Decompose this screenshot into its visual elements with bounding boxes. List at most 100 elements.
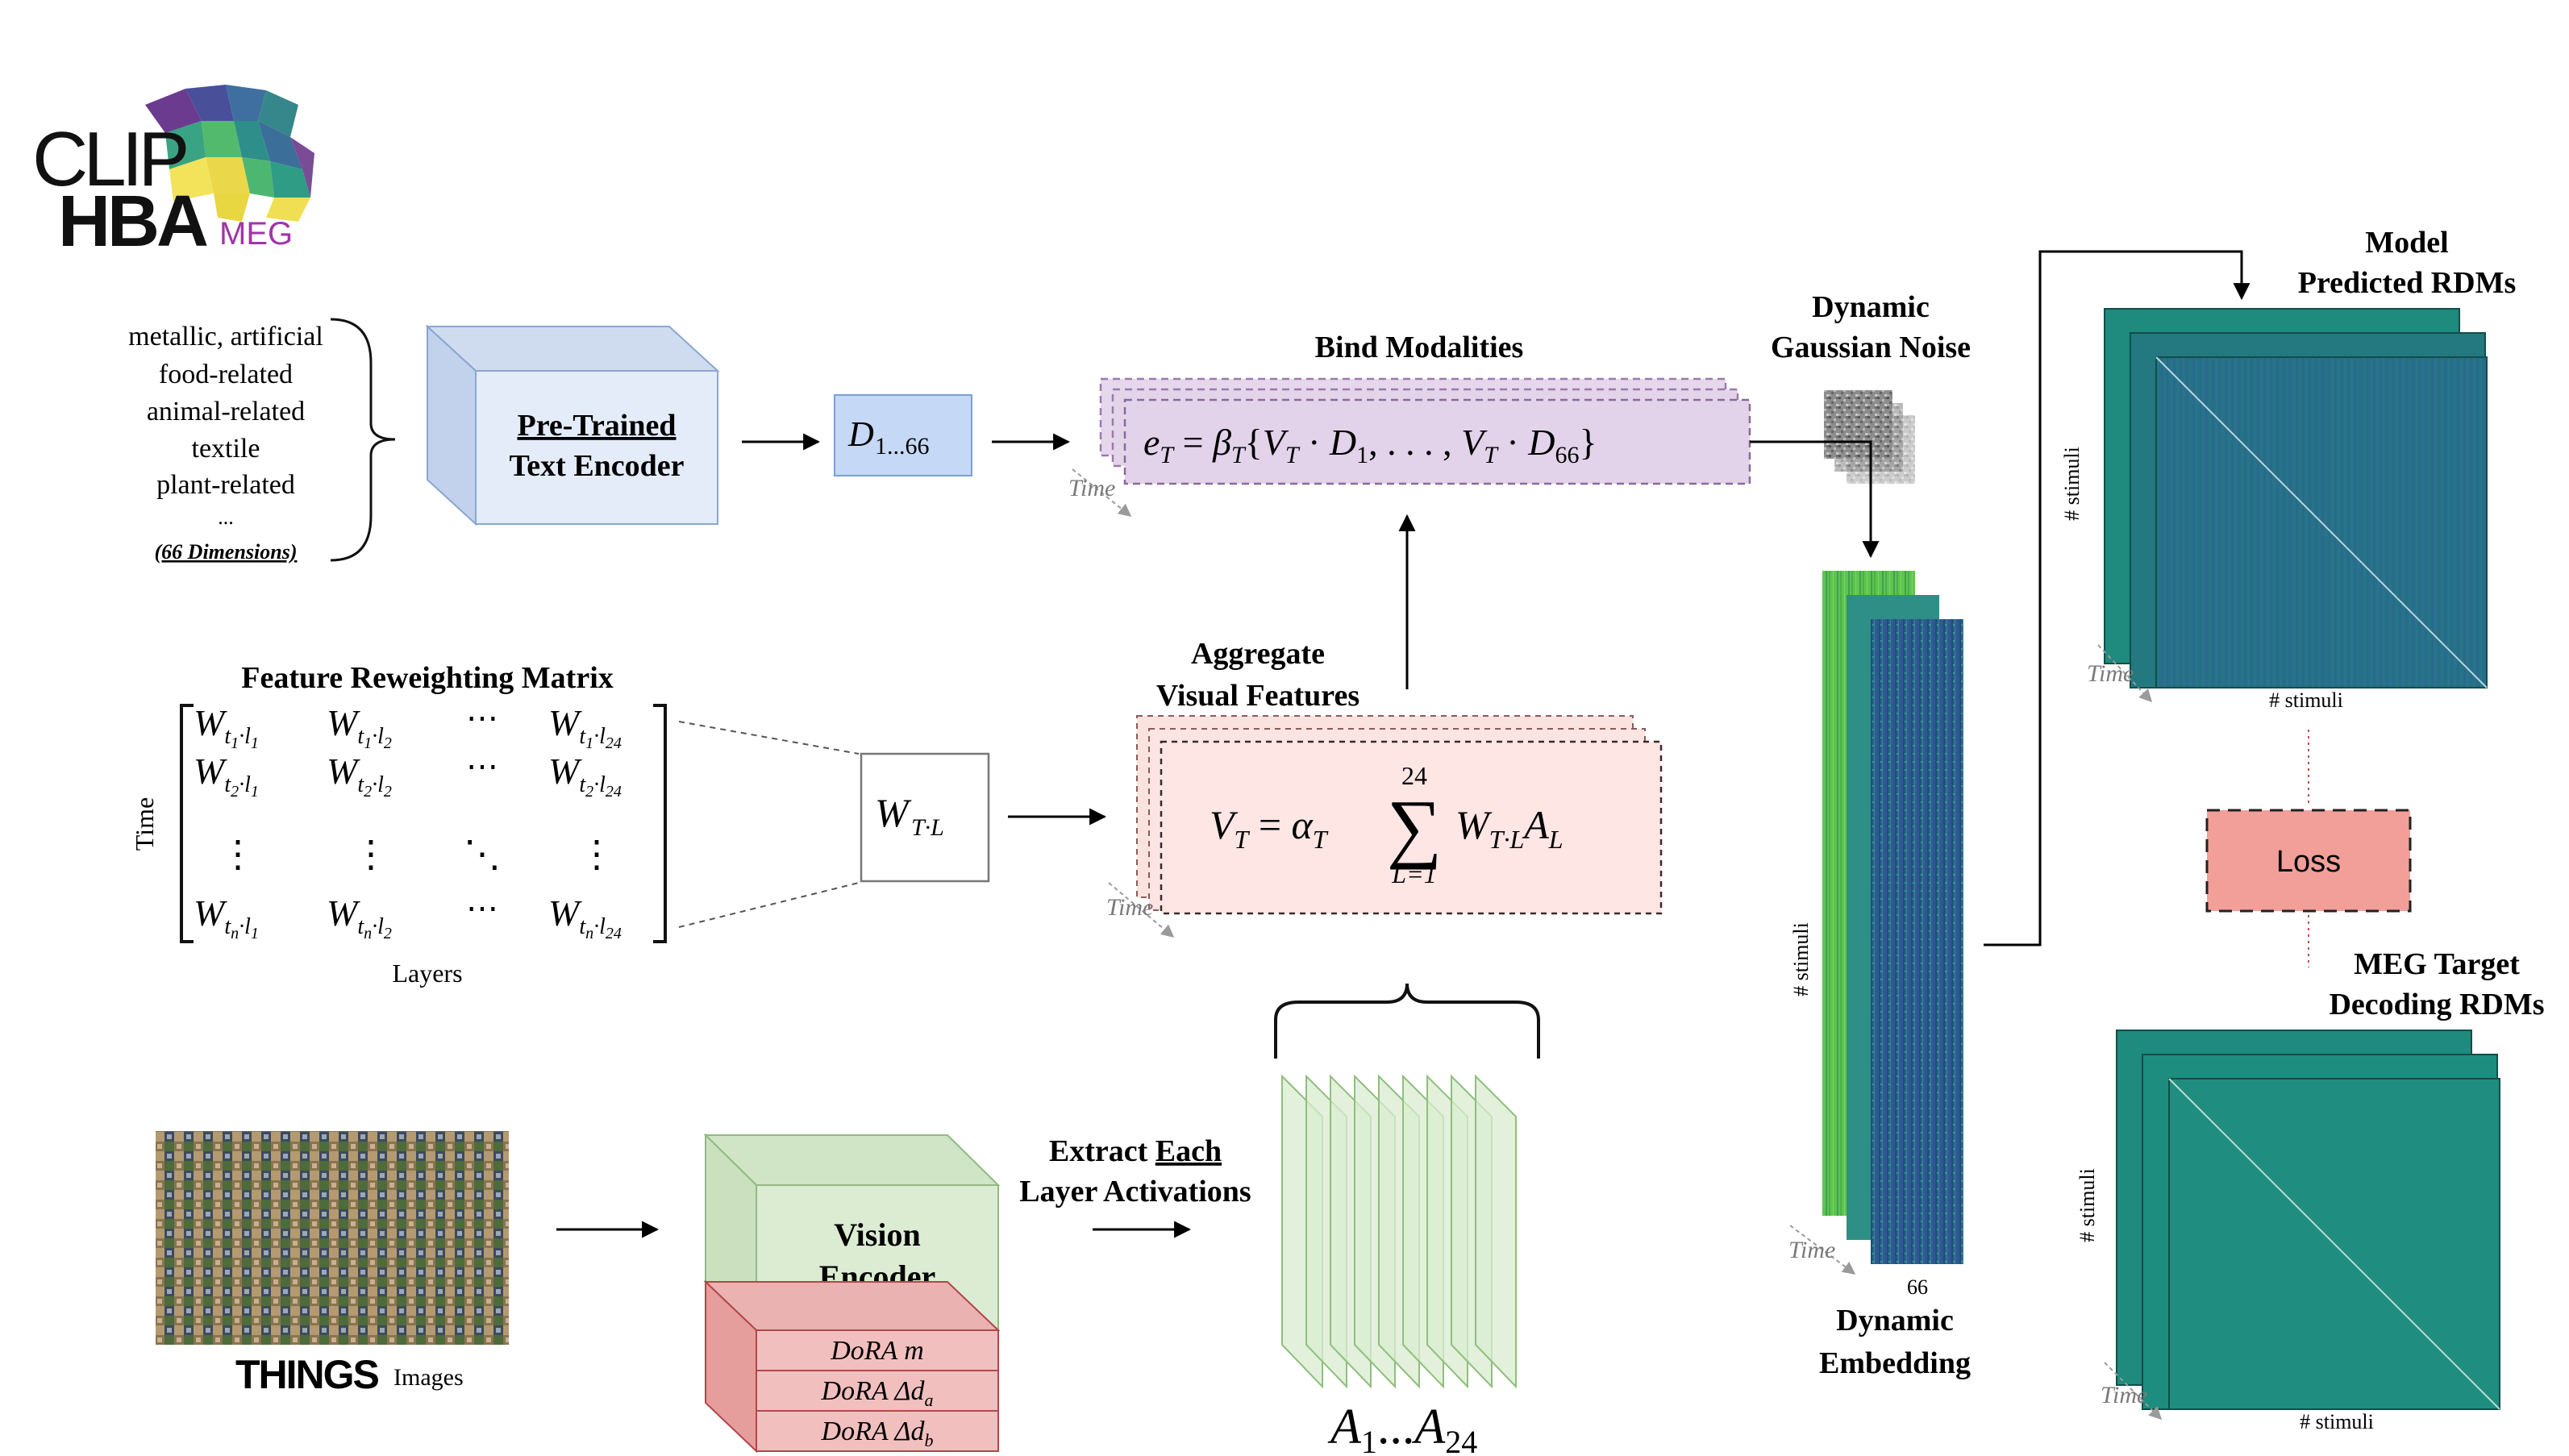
- dora-layer: [756, 1370, 999, 1412]
- wtl-w: W: [875, 790, 912, 835]
- time-label: Time: [2087, 660, 2134, 687]
- model-rdm-y-axis: # stimuli: [2060, 447, 2084, 521]
- text-encoder-block: Pre-Trained Text Encoder: [425, 324, 720, 526]
- text-encoder-label-1: Pre-Trained: [518, 409, 677, 443]
- loss-label: Loss: [2276, 845, 2341, 879]
- time-label: Time: [1106, 894, 1153, 921]
- matrix-cell: Wt1·l2: [327, 702, 392, 752]
- feature-reweighting-matrix: Feature Reweighting Matrix Time Layers W…: [130, 661, 667, 988]
- matrix-cell: Wt1·l24: [548, 702, 622, 752]
- things-suffix: Images: [393, 1364, 464, 1391]
- matrix-cell: Wtn·l2: [327, 892, 392, 942]
- meg-rdm-x-axis: # stimuli: [2300, 1410, 2374, 1433]
- loss-block: Loss: [2205, 809, 2412, 913]
- embedding-label-1: Dynamic: [1836, 1304, 1954, 1337]
- logo-line2: HBA: [58, 181, 207, 262]
- dim-ellipsis: ...: [218, 505, 234, 529]
- text-encoder-label-2: Text Encoder: [509, 449, 684, 483]
- feat-matrix-title: Feature Reweighting Matrix: [241, 661, 614, 695]
- meg-rdm-y-axis: # stimuli: [2076, 1168, 2099, 1242]
- matrix-cell: Wtn·l1: [194, 892, 259, 942]
- wtl-box: W T·L: [860, 752, 990, 883]
- vision-encoder-label-1: Vision: [834, 1217, 920, 1253]
- logo-line1: CLIP: [32, 116, 185, 202]
- noise-label-1: Dynamic: [1812, 290, 1930, 324]
- bind-title: Bind Modalities: [1315, 331, 1524, 364]
- activations-brace: [1274, 983, 1540, 1059]
- brain-graphic: [145, 85, 314, 222]
- d-subscript: 1...66: [875, 433, 930, 460]
- dim-item: animal-related: [147, 397, 305, 426]
- sum-lower: L=1: [1391, 859, 1436, 888]
- time-label: Time: [1068, 475, 1115, 501]
- extract-activations-label: Extract Each Layer Activations: [1019, 1134, 1251, 1208]
- aggregate-label-1: Aggregate: [1191, 637, 1325, 671]
- things-brand: THINGS: [235, 1352, 379, 1397]
- activation-sheet: [1475, 1074, 1517, 1389]
- feat-matrix-row-axis: Time: [130, 797, 159, 851]
- dora-da-label: DoRA Δda: [821, 1376, 934, 1410]
- model-rdm-label-1: Model: [2365, 226, 2448, 260]
- matrix-ddots: ⋱: [464, 834, 501, 875]
- dora-m-label: DoRA m: [830, 1336, 924, 1366]
- dynamic-embedding-block: # stimuli 66 Time Dynamic Embedding: [1788, 571, 1971, 1380]
- dimension-embedding-box: D 1...66: [834, 394, 972, 476]
- things-image-mosaic: [156, 1131, 509, 1345]
- semantic-dimensions-list: metallic, artificial food-related animal…: [128, 318, 396, 564]
- vision-encoder-block: Vision Encoder DoRA m DoRA Δda DoRA Δdb: [703, 1133, 1001, 1454]
- embedding-y-axis: # stimuli: [1789, 922, 1813, 996]
- model-rdm-x-axis: # stimuli: [2269, 688, 2343, 712]
- matrix-hdots: ⋯: [466, 700, 498, 736]
- matrix-vdots: ⋮: [578, 834, 615, 875]
- meg-rdm-label-2: Decoding RDMs: [2329, 988, 2544, 1021]
- matrix-vdots: ⋮: [352, 834, 389, 875]
- matrix-hdots: ⋯: [466, 890, 498, 926]
- meg-rdm-label-1: MEG Target: [2354, 947, 2520, 981]
- aggregate-block: Aggregate Visual Features VT = αT ∑ 24 L…: [1106, 637, 1663, 938]
- aggregate-label-2: Visual Features: [1156, 679, 1359, 713]
- matrix-cell: Wt2·l1: [194, 751, 259, 801]
- time-label: Time: [2101, 1382, 2147, 1408]
- bind-modalities-block: Bind Modalities eT = βT{VT · D1, . . . ,…: [1068, 331, 1751, 518]
- dora-layer: [756, 1329, 999, 1371]
- time-label: Time: [1788, 1237, 1835, 1263]
- dim-item: food-related: [159, 360, 293, 389]
- dora-db-label: DoRA Δdb: [821, 1416, 934, 1450]
- dim-item: plant-related: [156, 470, 295, 500]
- dora-layer: [756, 1410, 999, 1452]
- meg-rdm-block: MEG Target Decoding RDMs # stimuli # sti…: [2076, 947, 2545, 1433]
- extract-label-1: Extract Each: [1049, 1134, 1222, 1168]
- extract-label-2: Layer Activations: [1019, 1175, 1251, 1208]
- matrix-vdots: ⋮: [219, 834, 256, 875]
- clip-hba-meg-logo: CLIP HBA MEG: [32, 85, 314, 262]
- things-images-block: THINGS Images: [156, 1131, 509, 1397]
- model-rdm-block: Model Predicted RDMs # stimuli # stimuli…: [2060, 226, 2516, 712]
- aggregate-equation: VT = αT: [1210, 802, 1329, 854]
- wtl-subscript: T·L: [911, 814, 944, 841]
- matrix-cell: Wt2·l24: [548, 751, 622, 801]
- dim-item: textile: [192, 434, 260, 464]
- activations-label: A1...A24: [1327, 1400, 1477, 1456]
- model-rdm-label-2: Predicted RDMs: [2298, 266, 2517, 300]
- embedding-label-2: Embedding: [1819, 1346, 1971, 1380]
- matrix-cell: Wt2·l2: [327, 751, 392, 801]
- noise-label-2: Gaussian Noise: [1771, 331, 1971, 364]
- d-symbol: D: [847, 414, 874, 454]
- arrow-bind-to-embedding: [1750, 440, 1880, 559]
- sum-sign: ∑: [1387, 784, 1442, 870]
- brace: [330, 318, 396, 562]
- sum-upper: 24: [1401, 761, 1427, 790]
- bind-equation: eT = βT{VT · D1, . . . , VT · D66}: [1143, 422, 1597, 468]
- arrow-embedding-to-model-rdm: [1984, 250, 2250, 946]
- feat-matrix-col-axis: Layers: [392, 959, 462, 988]
- activation-sheets: [1281, 1074, 1517, 1389]
- noise-icon: [1824, 390, 1892, 459]
- aggregate-equation-rhs: WT·LAL: [1455, 802, 1563, 854]
- logo-suffix: MEG: [219, 216, 293, 252]
- dims-note: (66 Dimensions): [155, 540, 298, 564]
- matrix-cell: Wtn·l24: [548, 892, 622, 942]
- matrix-hdots: ⋯: [466, 748, 498, 784]
- embedding-width-label: 66: [1907, 1275, 1928, 1299]
